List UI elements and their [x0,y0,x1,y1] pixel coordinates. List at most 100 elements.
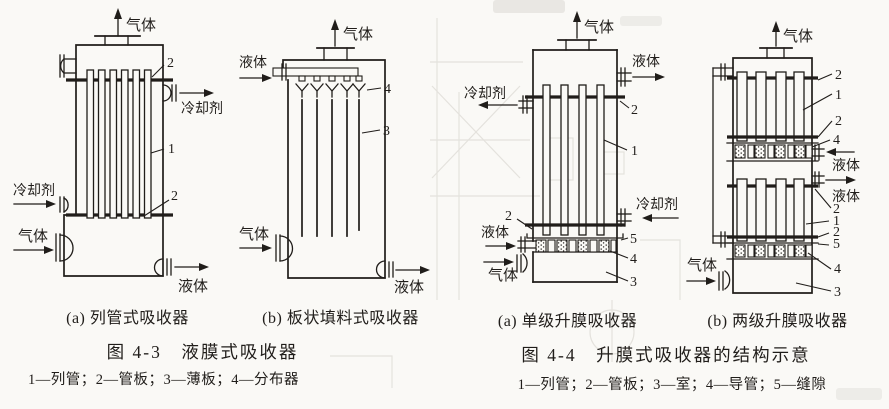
liquid-outlet-label: 液体 [394,279,424,296]
coolant-outlet-nozzle: 冷却剂 [464,86,534,114]
right-arrow-icon [46,200,56,208]
up-arrow-icon [573,11,581,22]
vessel-shell [532,49,618,283]
svg-text:3: 3 [383,124,390,139]
callout-chamber: 3 [605,271,637,290]
figure-4-4-title: 图 4-4 升膜式吸收器的结构示意 [521,345,811,365]
right-arrow-icon [706,277,716,285]
subcaption-plate-packing: (b) 板状填料式吸收器 [262,310,419,327]
callout-tube-upper: 1 [835,88,842,103]
svg-text:1: 1 [631,144,638,159]
right-arrow-icon [262,244,272,252]
callout-chamber: 3 [834,285,841,300]
diagram-single-stage-rising-film: 气体 液体 冷却剂 2 [464,11,679,290]
diagram-tube-absorber: 气体 冷却剂 2 [13,8,223,295]
svg-text:1: 1 [168,142,175,157]
gas-inlet-label: 气体 [18,228,48,245]
coolant-inlet-label: 冷却剂 [636,197,678,213]
right-arrow-icon [199,263,209,271]
callout-plate-top-lower: 2 [833,202,840,217]
liquid-outlet-label: 液体 [178,278,208,295]
gas-inlet-label: 气体 [239,226,269,243]
callout-plate-bottom-lower: 2 [833,225,840,240]
liquid-outlet-label: 液体 [832,189,860,205]
thin-plates [301,99,360,237]
liquid-outlet-nozzle: 液体 [375,260,430,296]
callout-duct-upper: 4 [833,133,840,148]
gas-inlet-label: 气体 [687,257,717,274]
vessel-shell [732,57,813,294]
callout-distributor: 4 [366,82,391,97]
gas-outlet-nozzle: 气体 [759,21,813,59]
gas-outlet-label: 气体 [783,28,813,45]
callout-plate-bottom: 2 [505,209,533,230]
diagram-two-stage-rising-film: 气体 [686,21,860,300]
callout-plate: 3 [361,124,390,139]
coolant-inlet-label: 冷却剂 [13,183,55,199]
gas-outlet-label: 气体 [584,19,614,36]
liquid-outlet-nozzle: 液体 [616,54,665,87]
up-arrow-icon [331,19,339,30]
duct-slit-band [526,233,624,253]
callouts-right: 2 1 2 4 2 1 2 5 4 3 [795,68,842,300]
figure-4-3-legend: 1—列管；2—管板；3—薄板；4—分布器 [28,372,299,388]
liquid-outlet-label: 液体 [632,54,660,70]
duct-band-lower [726,242,819,260]
tube-bundle [86,69,152,219]
callout-plate-top-upper: 2 [835,68,842,83]
gas-inlet-nozzle: 气体 [686,257,731,291]
callout-duct-lower: 4 [834,262,841,277]
callout-plate-top: 2 [151,56,174,78]
diagram-plate-packing-absorber: 气体 液体 4 [239,19,430,296]
liquid-inlet-label: 液体 [481,225,509,241]
left-arrow-icon [642,214,652,222]
callout-slit: 5 [620,232,637,247]
callout-tube-lower: 1 [833,214,840,229]
upper-left-nozzle [59,54,77,78]
liquid-inlet-label: 液体 [832,158,860,174]
liquid-outlet-nozzle: 液体 [811,171,860,205]
tube-bundle-lower [736,178,805,242]
svg-text:4: 4 [384,82,391,97]
svg-text:2: 2 [505,209,512,224]
callout-plate-bottom: 2 [143,189,178,217]
coolant-inlet-nozzle: 冷却剂 [616,197,679,227]
svg-text:3: 3 [630,275,637,290]
right-arrow-icon [655,73,665,81]
gas-inlet-label: 气体 [488,267,518,284]
callout-plate-bottom-upper: 2 [835,114,842,129]
tube-bundle-upper [736,71,805,142]
right-arrow-icon [262,74,272,82]
callout-tube: 1 [603,139,638,159]
svg-text:2: 2 [171,189,178,204]
subcaption-tube-absorber: (a) 列管式吸收器 [66,310,189,327]
up-arrow-icon [114,8,122,19]
figure-4-3-title: 图 4-3 液膜式吸收器 [106,342,299,362]
bypass-pipe [712,63,734,248]
tube-bundle [542,84,605,236]
right-arrow-icon [420,266,430,274]
gas-outlet-nozzle: 气体 [94,8,156,46]
distributor-taps [298,75,363,82]
right-arrow-icon [44,246,54,254]
liquid-outlet-nozzle: 液体 [153,258,209,295]
gas-inlet-nozzle: 气体 [13,228,74,262]
liquid-inlet-label: 液体 [239,55,267,71]
svg-text:2: 2 [631,103,638,118]
right-arrow-icon [506,242,516,250]
subcaption-single-stage: (a) 单级升膜吸收器 [497,313,638,330]
left-arrow-icon [478,101,488,109]
svg-text:5: 5 [630,232,637,247]
distributor-funnels [295,83,366,98]
coolant-outlet-label: 冷却剂 [464,86,506,102]
right-arrow-icon [204,89,214,97]
coolant-inlet-nozzle: 冷却剂 [13,183,69,213]
callout-duct: 4 [609,250,637,267]
svg-text:2: 2 [167,56,174,71]
coolant-outlet-label: 冷却剂 [181,101,223,117]
subcaption-two-stage: (b) 两级升膜吸收器 [707,313,848,330]
callout-tube: 1 [150,142,175,157]
figure-4-4-legend: 1—列管；2—管板；3—室；4—导管；5—缝隙 [517,377,827,393]
svg-text:4: 4 [630,252,637,267]
